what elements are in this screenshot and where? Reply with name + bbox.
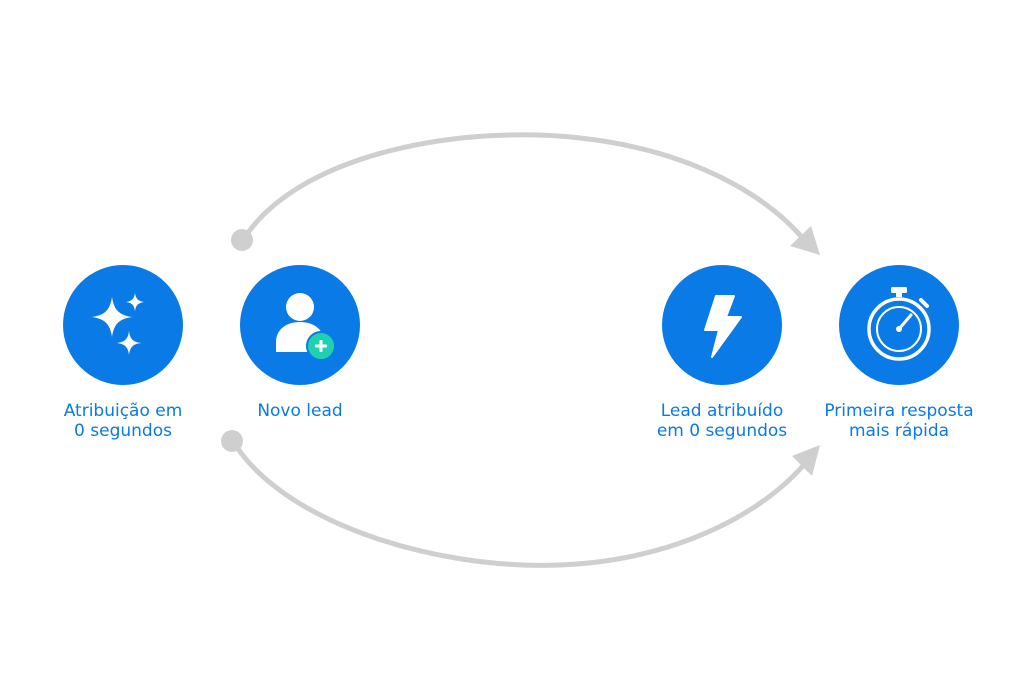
primeira-resposta-label-line-2: mais rápida (848, 421, 950, 441)
node-novo-lead (240, 265, 360, 385)
lead-atribuido-label: Lead atribuído em 0 segundos (632, 401, 812, 441)
primeira-resposta-label: Primeira resposta mais rápida (809, 401, 989, 441)
atribuicao-circle (63, 265, 183, 385)
novo-lead-label-line-1: Novo lead (257, 401, 343, 421)
bottom-arc-connector (230, 438, 815, 568)
sparkles-icon (92, 293, 144, 355)
node-lead-atribuido (662, 265, 782, 385)
lead-atribuido-label-line-2: em 0 segundos (656, 421, 788, 441)
top-arc-connector (240, 132, 813, 250)
user-add-icon (276, 293, 336, 361)
connectors (230, 132, 815, 568)
top-arc-start-dot (231, 229, 253, 251)
bottom-arc-arrowhead (792, 445, 820, 476)
stopwatch-icon (867, 287, 931, 361)
atribuicao-label-line-2: 0 segundos (74, 421, 172, 441)
atribuicao-label: Atribuição em 0 segundos (33, 401, 213, 441)
novo-lead-label: Novo lead (210, 401, 390, 421)
atribuicao-label-line-1: Atribuição em (63, 401, 183, 421)
top-arc-arrowhead (790, 226, 820, 255)
primeira-resposta-circle (839, 265, 959, 385)
primeira-resposta-label-line-1: Primeira resposta (824, 401, 974, 421)
lightning-icon (704, 295, 742, 358)
bottom-arc-start-dot (221, 430, 243, 452)
lead-atribuido-label-line-1: Lead atribuído (660, 401, 784, 421)
node-atribuicao (63, 265, 183, 385)
node-primeira-resposta (839, 265, 959, 385)
